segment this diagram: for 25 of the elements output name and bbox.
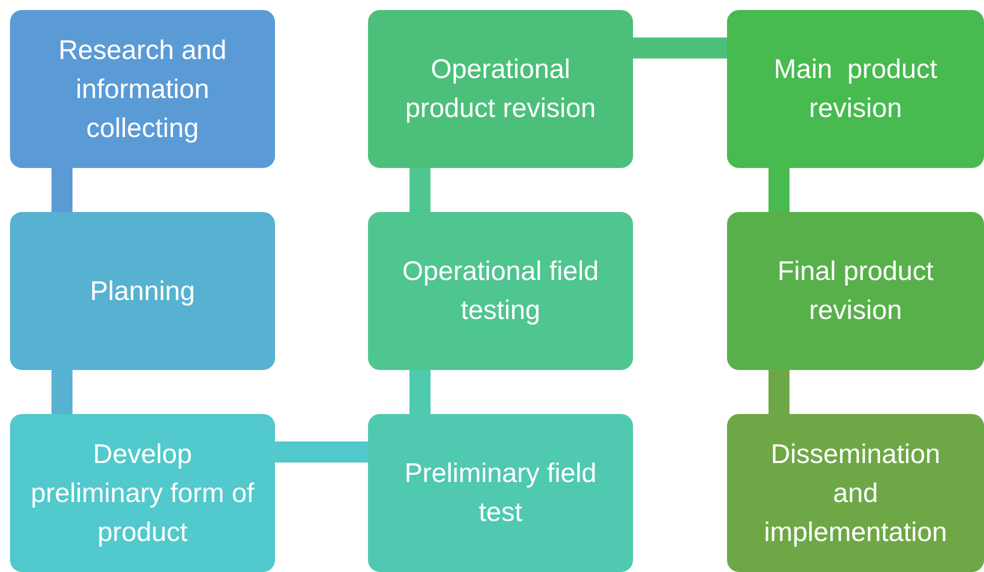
step-label: Develop preliminary form of product [30,438,255,549]
process-box [368,10,633,168]
process-box [727,414,984,572]
process-box [368,212,633,370]
step-label: Operational product revision [404,53,597,125]
process-box [368,414,633,572]
process-box [10,212,275,370]
connector-bar [633,38,727,58]
step-label: Preliminary field test [403,457,598,529]
step-label: Operational field testing [401,255,600,327]
step-label: Main product revision [772,53,938,125]
process-box [10,414,275,572]
connector-bar [410,370,430,414]
connector-bar [52,370,72,414]
process-box [10,10,275,168]
step-label: Final product revision [776,255,935,327]
step-label: Dissemination and implementation [762,438,948,549]
connector-bar [410,168,430,212]
connector-bar [768,168,790,212]
connector-bar [52,168,72,212]
step-label: Planning [90,274,196,308]
connector-bar [275,442,368,462]
process-box [727,10,984,168]
process-box [727,212,984,370]
step-label: Research and information collecting [57,34,228,145]
